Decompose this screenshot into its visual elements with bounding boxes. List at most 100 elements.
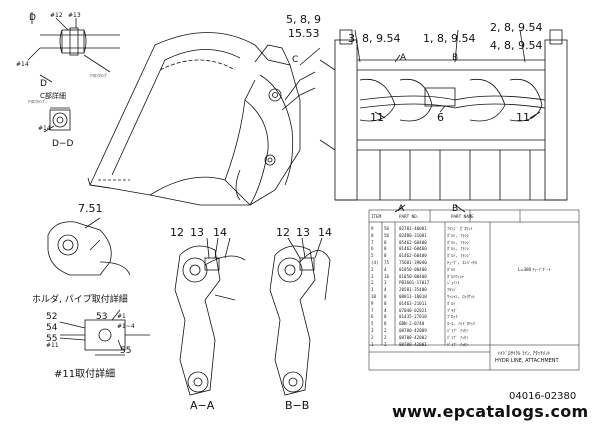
- cell-qty: 8: [384, 294, 387, 299]
- table-row: 3 16 01850-00400 ﾎﾞﾙﾄﾜｯｼｬ: [369, 273, 579, 280]
- cell-no: 9: [371, 226, 374, 231]
- view-bb-label: B−B: [285, 399, 310, 412]
- cell-part: 20581-35400: [399, 287, 427, 293]
- cell-no: 7: [371, 307, 374, 313]
- cell-desc: ﾎﾞﾙﾄ, ﾌﾗﾝｼﾞ: [447, 253, 471, 259]
- cell-no: 8: [371, 232, 374, 238]
- callout-11-right: 11: [516, 111, 530, 124]
- cell-qty: 3: [384, 280, 387, 286]
- table-row: 7 8 05462-60400 ﾎﾞﾙﾄ, ﾌﾗﾝｼﾞ: [369, 239, 579, 246]
- cell-part: 08700-42009: [399, 328, 427, 333]
- cell-desc: ﾎﾞﾙﾄ: [447, 300, 456, 306]
- bb-callout-13: 13: [296, 226, 310, 239]
- callout-3-8-9-54: 3, 8, 9.54: [348, 32, 401, 45]
- cell-desc: ﾊﾟｲﾌﾟ ｱｯｾﾝ: [447, 334, 469, 340]
- nylon-clamp-note-2: ﾅｲﾛﾝｸﾗﾝﾌﾟ: [28, 99, 46, 104]
- callout-54: 54: [46, 323, 58, 333]
- drawing-title-jp: ﾊｲﾄﾞﾛｻｲｸﾙ ﾗｲﾝ, ｱﾀｯﾁﾒﾝﾄ: [498, 351, 551, 357]
- section-arrow-a-lower: A: [398, 204, 405, 214]
- cell-no: (4): [371, 260, 379, 265]
- callout-55-b: 55: [120, 346, 132, 356]
- bb-callout-12: 12: [276, 226, 290, 239]
- cell-qty: 4: [384, 307, 387, 313]
- cell-part: 02701-40081: [399, 226, 427, 231]
- callout-55-a: 55: [46, 334, 58, 344]
- cell-qty: 8: [384, 239, 387, 245]
- cell-desc: ｼﾞｮｲﾝﾄ: [447, 280, 460, 286]
- cell-part: 01850-00400: [399, 273, 427, 279]
- callout-h1: #1: [117, 313, 126, 320]
- view-dl-label: D: [40, 79, 47, 89]
- cell-qty: 4: [384, 287, 387, 293]
- callout-1-8-9-54: 1, 8, 9.54: [423, 32, 476, 45]
- callout-6: 6: [437, 111, 444, 124]
- cell-no: 5: [371, 253, 374, 259]
- cell-qty: 75: [384, 260, 390, 265]
- cell-part: 01462-60400: [399, 253, 427, 259]
- callout-14-dd: #14: [38, 125, 51, 132]
- cell-no: 2: [371, 334, 374, 340]
- section-arrow-b: B: [452, 53, 459, 63]
- cell-part: 08811-10010: [399, 294, 427, 299]
- header-item: ITEM: [371, 214, 382, 219]
- cell-qty: 2: [384, 328, 387, 333]
- cell-part: 08700-42002: [399, 334, 427, 340]
- view-dd-label: D−D: [52, 139, 74, 149]
- section-arrow-b-lower: B: [452, 204, 459, 214]
- cell-part: 05462-60400: [399, 239, 427, 245]
- section-bb: [269, 237, 331, 396]
- cell-no: 9: [371, 300, 374, 306]
- cell-desc: ﾊﾟｲﾌﾟ ｱｯｾﾝ: [447, 341, 469, 347]
- grapple-side-view: [87, 32, 321, 206]
- cell-qty: 8: [384, 300, 387, 306]
- cell-qty: 8: [384, 314, 387, 320]
- cell-qty: 8: [384, 321, 387, 327]
- drawing-title-en: HYDR LINE, ATTACHMENT: [495, 358, 559, 364]
- cell-no: 7: [371, 239, 374, 245]
- header-part-no: PART NO.: [399, 214, 420, 219]
- cell-qty: 16: [384, 273, 390, 279]
- website-watermark: www.epcatalogs.com: [392, 402, 589, 421]
- header-part-name: PART NAME: [451, 214, 474, 219]
- callout-13: #13: [68, 12, 81, 19]
- callout-h11: #11: [46, 342, 59, 349]
- callout-14: #14: [16, 61, 29, 68]
- cell-no: 3: [371, 273, 374, 279]
- cell-desc: ﾎﾞﾙﾄ, ﾌﾗﾝｼﾞ: [447, 232, 471, 238]
- callout-4-8-9-54: 4, 8, 9.54: [490, 39, 543, 52]
- cell-desc: ﾎｰｽ, ﾊｲﾄﾞﾛﾘｯｸ: [447, 321, 476, 327]
- cell-qty: 56: [384, 232, 390, 238]
- callout-5-8-9: 5, 8, 9: [286, 13, 321, 26]
- callout-15-53: 15.53: [288, 27, 320, 40]
- cell-part: 6BN-2-0740: [399, 321, 425, 327]
- cell-desc: ﾌﾗﾝｼﾞ ｶﾞｽｹｯﾄ: [447, 226, 473, 231]
- nylon-clamp-note: ﾅｲﾛﾝｸﾗﾝﾌﾟ: [90, 73, 108, 78]
- cell-desc: ﾊﾟｲﾌﾟ ｱｯｾﾝ: [447, 328, 469, 333]
- cell-part: 01435-27010: [399, 314, 427, 320]
- cell-part: 02480-31081: [399, 232, 427, 238]
- holder-pipe-detail: [47, 217, 131, 276]
- cell-desc: ﾎﾞﾙﾄ, ﾌﾗﾝｼﾞ: [447, 239, 471, 245]
- cell-desc: ﾎﾞﾙﾄﾜｯｼｬ: [447, 273, 464, 279]
- grapple-front-view: [319, 29, 568, 213]
- section-dd: [43, 107, 71, 133]
- attach-11-detail-title: #11取付詳細: [54, 369, 116, 380]
- detail-d-pipe: [27, 12, 120, 83]
- cell-no: 3: [371, 328, 374, 333]
- cell-desc: ﾌﾟﾗｸﾞ: [447, 307, 458, 313]
- table-row: 8 56 02480-31081 ﾎﾞﾙﾄ, ﾌﾗﾝｼﾞ: [369, 232, 579, 239]
- cell-desc: ﾁｭｰﾌﾞ, ｴﾝﾊﾞｲﾔﾙ: [447, 260, 478, 265]
- callout-2-8-9-54: 2, 8, 9.54: [490, 21, 543, 34]
- cell-desc: ﾌﾗﾝｼﾞ: [447, 287, 458, 293]
